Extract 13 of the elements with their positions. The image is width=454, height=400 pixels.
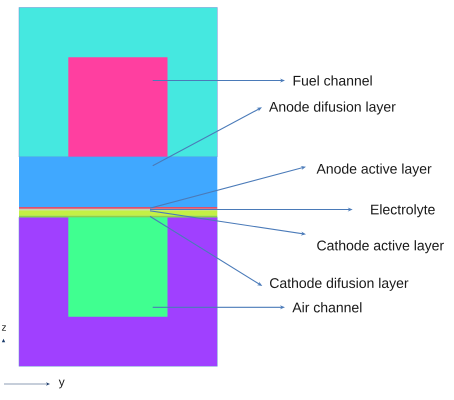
callout-label: Anode active layer — [316, 163, 432, 177]
callout-label: Electrolyte — [371, 204, 435, 218]
layer-band — [19, 210, 218, 216]
callout-label: Cathode difusion layer — [270, 278, 408, 291]
channel-rectangle — [68, 57, 168, 157]
callout-label: Air channel — [292, 302, 362, 312]
layer-band — [19, 156, 218, 207]
callout-label: Cathode active layer — [317, 240, 444, 254]
axis-label: z — [2, 325, 6, 331]
channel-rectangle — [68, 217, 168, 317]
callout-label: Fuel channel — [294, 75, 372, 86]
axis-label: y — [58, 380, 65, 388]
callout-label: Anode difusion layer — [269, 101, 396, 115]
